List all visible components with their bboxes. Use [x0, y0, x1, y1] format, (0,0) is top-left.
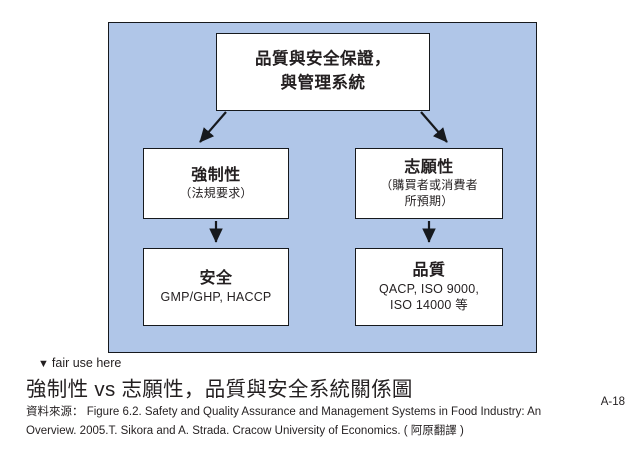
fair-use-note: ▼fair use here [38, 356, 121, 370]
source-citation: 資料來源： Figure 6.2. Safety and Quality Ass… [26, 403, 586, 440]
source-line-1: 資料來源： Figure 6.2. Safety and Quality Ass… [26, 406, 542, 418]
node-quality: 品質 QACP, ISO 9000, ISO 14000 等 [355, 248, 503, 326]
node-mandatory-subtitle: （法規要求） [179, 186, 253, 201]
node-root-title-line2: 與管理系統 [280, 74, 366, 92]
diagram-panel: 品質與安全保證， 與管理系統 強制性 （法規要求） 志願性 （購買者或消費者 所… [108, 22, 537, 353]
node-quality-title: 品質 [412, 261, 446, 279]
node-safety: 安全 GMP/GHP, HACCP [143, 248, 289, 326]
node-quality-subtitle-line2: ISO 14000 等 [390, 298, 468, 313]
node-voluntary-title: 志願性 [404, 158, 454, 176]
node-safety-title: 安全 [199, 269, 233, 287]
node-safety-subtitle: GMP/GHP, HACCP [160, 290, 272, 305]
fair-use-label: fair use here [51, 356, 122, 370]
node-root: 品質與安全保證， 與管理系統 [216, 33, 430, 111]
page-title: 強制性 vs 志願性，品質與安全系統關係圖 [26, 378, 413, 401]
node-voluntary-subtitle-line2: 所預期） [404, 193, 454, 208]
node-root-title-line1: 品質與安全保證， [255, 50, 391, 69]
source-line-2: Overview. 2005.T. Sikora and A. Strada. … [26, 424, 464, 437]
node-voluntary: 志願性 （購買者或消費者 所預期） [355, 148, 503, 219]
page-number: A-18 [600, 396, 625, 408]
node-mandatory: 強制性 （法規要求） [143, 148, 289, 219]
node-quality-subtitle-line1: QACP, ISO 9000, [378, 282, 480, 297]
edge-root-to-voluntary [420, 111, 448, 143]
triangle-down-icon: ▼ [38, 358, 49, 370]
node-voluntary-subtitle-line1: （購買者或消費者 [380, 178, 478, 193]
edge-root-to-mandatory [199, 111, 227, 143]
node-mandatory-title: 強制性 [191, 166, 241, 184]
